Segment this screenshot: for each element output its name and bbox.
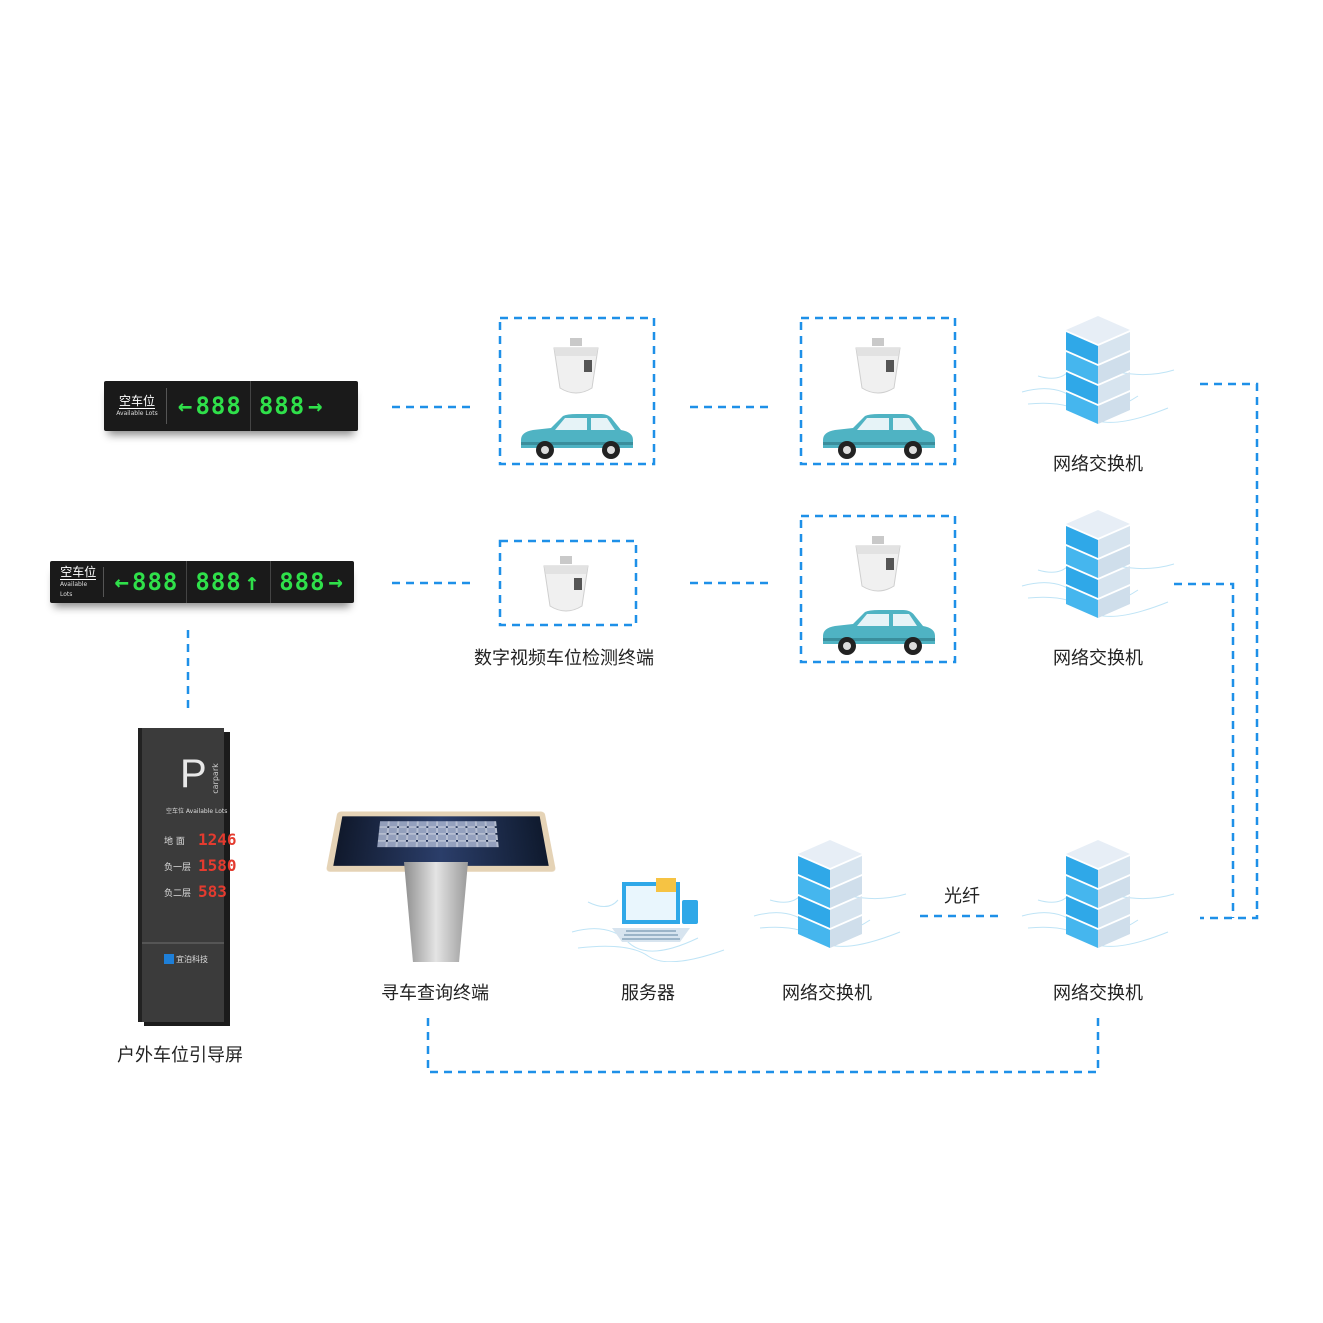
camera-icon	[536, 556, 596, 620]
board-segment: 888 →	[271, 561, 354, 603]
board-subtitle: Available Lots	[116, 409, 158, 417]
label-detector: 数字视频车位检测终端	[474, 648, 654, 669]
board-title: 空车位	[118, 393, 155, 409]
line-kiosk-switch	[426, 1015, 1100, 1074]
server-icon	[1018, 836, 1178, 956]
parking-logo-text: carpark	[210, 763, 220, 794]
divider	[142, 942, 224, 944]
car-icon	[818, 410, 940, 460]
camera-icon	[848, 338, 908, 402]
floor-label: 负二层	[164, 889, 192, 899]
left-arrow-icon: ←	[178, 392, 193, 420]
left-arrow-icon: ←	[114, 568, 130, 596]
detector-box-1	[498, 316, 656, 466]
floor-count: 1580	[198, 856, 237, 875]
line-mid-switch-to-bottom	[1174, 582, 1235, 918]
board-tag: 空车位 Available Lots	[114, 388, 167, 424]
kiosk-stand	[404, 862, 468, 962]
available-lots-caption: 空车位 Available Lots	[166, 808, 228, 815]
label-switch-top: 网络交换机	[1053, 454, 1143, 475]
guide-board-2: 空车位 Available Lots ← 888 888 ↑ 888 →	[50, 561, 354, 603]
up-arrow-icon: ↑	[244, 568, 260, 596]
outdoor-guide-pylon: P carpark 空车位 Available Lots 地 面 1246 负一…	[138, 728, 237, 1022]
server-icon	[1018, 506, 1178, 626]
lot-count: 888	[258, 392, 306, 420]
lot-count: 888	[195, 568, 242, 596]
floor-count: 1246	[198, 830, 237, 849]
board-subtitle: Available Lots	[60, 580, 88, 598]
lot-count: 888	[195, 392, 242, 420]
lot-count: 888	[279, 568, 326, 596]
detector-box-3	[498, 539, 638, 627]
label-switch-mid: 网络交换机	[1053, 648, 1143, 669]
laptop-icon	[571, 878, 725, 962]
camera-icon	[848, 536, 908, 600]
guide-board-1: 空车位 Available Lots ← 888 888 →	[104, 381, 358, 431]
label-server: 服务器	[621, 983, 675, 1004]
board-tag: 空车位 Available Lots	[60, 564, 104, 598]
brand-name: 宜泊科技	[176, 955, 208, 964]
car-icon	[516, 410, 638, 460]
car-icon	[818, 606, 940, 656]
parking-logo: P	[180, 752, 207, 796]
label-fiber: 光纤	[944, 886, 980, 907]
right-arrow-icon: →	[308, 392, 323, 420]
lot-count: 888	[132, 568, 179, 596]
camera-icon	[546, 338, 606, 402]
server-icon	[750, 836, 910, 956]
server-icon	[1018, 312, 1178, 432]
folder-icon	[656, 878, 676, 892]
label-switch-bottom-right: 网络交换机	[1053, 983, 1143, 1004]
line-top-switch-to-bottom	[1200, 382, 1259, 920]
detector-box-4	[799, 514, 957, 664]
label-pylon: 户外车位引导屏	[117, 1045, 243, 1066]
board-segment: 888 →	[251, 381, 334, 431]
floor-label: 地 面	[164, 837, 185, 847]
board-title: 空车位	[60, 564, 97, 580]
label-switch-bottom-center: 网络交换机	[782, 983, 872, 1004]
detector-box-2	[799, 316, 957, 466]
keyboard-icon	[377, 821, 499, 848]
board-segment: ← 888	[104, 561, 188, 603]
board-segment: 888 ↑	[187, 561, 272, 603]
board-segment: ← 888	[167, 381, 251, 431]
right-arrow-icon: →	[328, 568, 343, 596]
phone-icon	[682, 900, 698, 924]
brand-logo-icon	[164, 954, 174, 964]
floor-label: 负一层	[164, 863, 192, 873]
label-kiosk: 寻车查询终端	[381, 983, 489, 1004]
floor-count: 583	[198, 882, 227, 901]
